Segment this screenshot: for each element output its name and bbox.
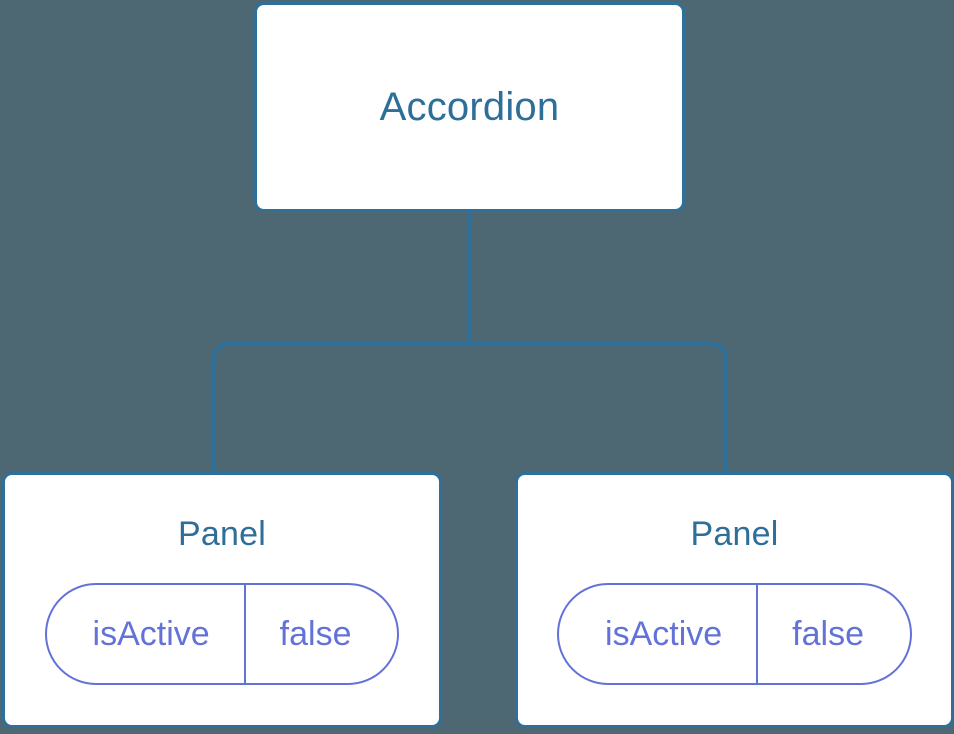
node-panel-right-title: Panel [690, 515, 779, 553]
state-pill-panel-left[interactable]: isActive false [44, 583, 400, 685]
node-panel-right[interactable]: Panel isActive false [515, 472, 954, 728]
state-value-label: false [756, 585, 910, 683]
state-value-label: false [243, 585, 398, 683]
node-accordion-title: Accordion [379, 85, 560, 129]
connector-branch-right [470, 342, 728, 474]
node-panel-left-title: Panel [178, 515, 266, 553]
state-key-label: isActive [92, 615, 210, 653]
node-accordion[interactable]: Accordion [254, 2, 685, 212]
state-pill-panel-right[interactable]: isActive false [557, 583, 912, 685]
state-key-label: isActive [605, 615, 723, 653]
node-panel-left[interactable]: Panel isActive false [2, 472, 442, 728]
connector-branch-left [212, 342, 470, 474]
